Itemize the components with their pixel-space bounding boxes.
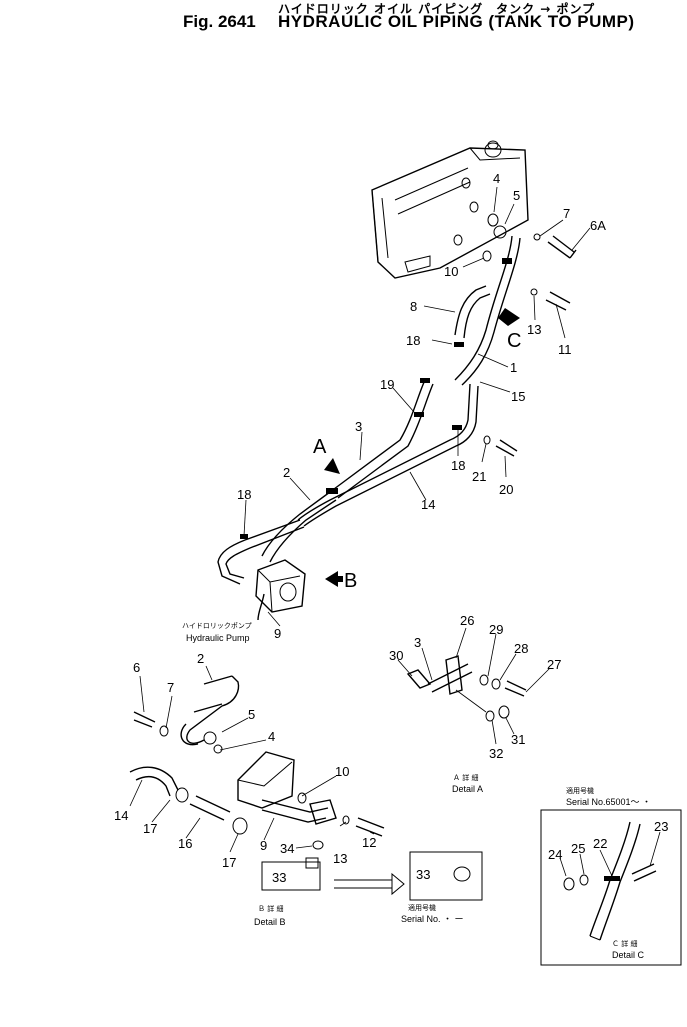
leader-lines <box>243 186 591 627</box>
callout-18-middle: 18 <box>451 458 465 473</box>
figure-number: Fig. 2641 <box>183 12 256 31</box>
detail-c-callout-24: 24 <box>548 847 562 862</box>
callout-4: 4 <box>493 171 500 186</box>
callout-2: 2 <box>283 465 290 480</box>
pipe-lower-left <box>217 519 305 585</box>
callout-10: 10 <box>444 264 458 279</box>
callout-8: 8 <box>410 299 417 314</box>
detail-b-callout-9: 9 <box>260 838 267 853</box>
detail-b-callout-14: 14 <box>114 808 128 823</box>
detail-b-callout-7: 7 <box>167 680 174 695</box>
callout-7: 7 <box>563 206 570 221</box>
callout-15: 15 <box>511 389 525 404</box>
pump-label-japanese: ハイドロリックポンプ <box>182 622 252 630</box>
view-label-b: B <box>344 570 357 592</box>
clamps <box>240 258 512 539</box>
serial-c-label: Serial No.65001～ ・ <box>566 797 651 807</box>
detail-a-callout-31: 31 <box>511 732 525 747</box>
serial-b-label: Serial No. ・ ー <box>401 914 464 924</box>
detail-a-callout-26: 26 <box>460 613 474 628</box>
callout-11: 11 <box>558 342 572 357</box>
pipe-14 <box>297 383 479 527</box>
detail-c-frame <box>540 809 682 966</box>
detail-a-label-japanese: Ａ 詳 細 <box>453 773 478 782</box>
detail-a-label: Detail A <box>452 784 483 794</box>
serial-c-label-japanese: 適用号機 <box>566 786 594 795</box>
suction-pipe-1 <box>454 235 521 386</box>
view-arrows <box>324 308 520 587</box>
detail-a-callout-32: 32 <box>489 746 503 761</box>
detail-b-label-japanese: Ｂ 詳 細 <box>258 904 283 913</box>
callout-13: 13 <box>527 322 541 337</box>
detail-b-callout-2: 2 <box>197 651 204 666</box>
callout-21: 21 <box>472 469 486 484</box>
hose-8 <box>454 285 491 339</box>
detail-b-callout-17-right: 17 <box>222 855 236 870</box>
callout-20: 20 <box>499 482 513 497</box>
hydraulic-pump <box>255 559 306 621</box>
detail-b-callout-10: 10 <box>335 764 349 779</box>
figure-title: HYDRAULIC OIL PIPING (TANK TO PUMP) <box>278 12 635 31</box>
detail-c-callout-22: 22 <box>593 836 607 851</box>
view-label-a: A <box>313 436 327 458</box>
detail-a-callout-27: 27 <box>547 657 561 672</box>
detail-b-label: Detail B <box>254 917 286 927</box>
detail-c-callout-25: 25 <box>571 841 585 856</box>
detail-b-callout-16: 16 <box>178 836 192 851</box>
pump-label: Hydraulic Pump <box>186 633 250 643</box>
callout-9: 9 <box>274 626 281 641</box>
callout-3: 3 <box>355 419 362 434</box>
view-label-c: C <box>507 330 521 352</box>
hydraulic-tank <box>371 140 529 279</box>
detail-a-callout-30: 30 <box>389 648 403 663</box>
detail-c-label: Detail C <box>612 950 645 960</box>
detail-b-callout-12: 12 <box>362 835 376 850</box>
detail-a-callout-29: 29 <box>489 622 503 637</box>
serial-b-label-japanese: 適用号機 <box>408 903 436 912</box>
detail-b-callout-17-left: 17 <box>143 821 157 836</box>
detail-a-callout-3: 3 <box>414 635 421 650</box>
callout-5: 5 <box>513 188 520 203</box>
callout-19: 19 <box>380 377 394 392</box>
detail-a-drawing <box>397 627 551 745</box>
hose-2 <box>261 491 337 563</box>
figure-title-japanese: ハイドロリック オイル パイピング タンク → ポンプ <box>278 2 596 16</box>
detail-b-callout-4: 4 <box>268 729 275 744</box>
detail-c-callout-23: 23 <box>654 819 668 834</box>
callout-18-upper: 18 <box>406 333 420 348</box>
detail-b-callout-13: 13 <box>333 851 347 866</box>
detail-b-callout-33-new: 33 <box>416 867 430 882</box>
detail-c-label-japanese: Ｃ 詳 細 <box>612 939 637 948</box>
detail-b-drawing <box>129 665 483 901</box>
callout-18-lower: 18 <box>237 487 251 502</box>
detail-b-callout-5: 5 <box>248 707 255 722</box>
detail-b-callout-33: 33 <box>272 870 286 885</box>
callout-14: 14 <box>421 497 435 512</box>
detail-b-callout-6: 6 <box>133 660 140 675</box>
detail-b-callout-34: 34 <box>280 841 294 856</box>
detail-a-callout-28: 28 <box>514 641 528 656</box>
pipe-3 <box>329 379 434 499</box>
callout-6a: 6A <box>590 218 606 233</box>
callout-1: 1 <box>510 360 517 375</box>
detail-c-drawing <box>559 821 661 941</box>
